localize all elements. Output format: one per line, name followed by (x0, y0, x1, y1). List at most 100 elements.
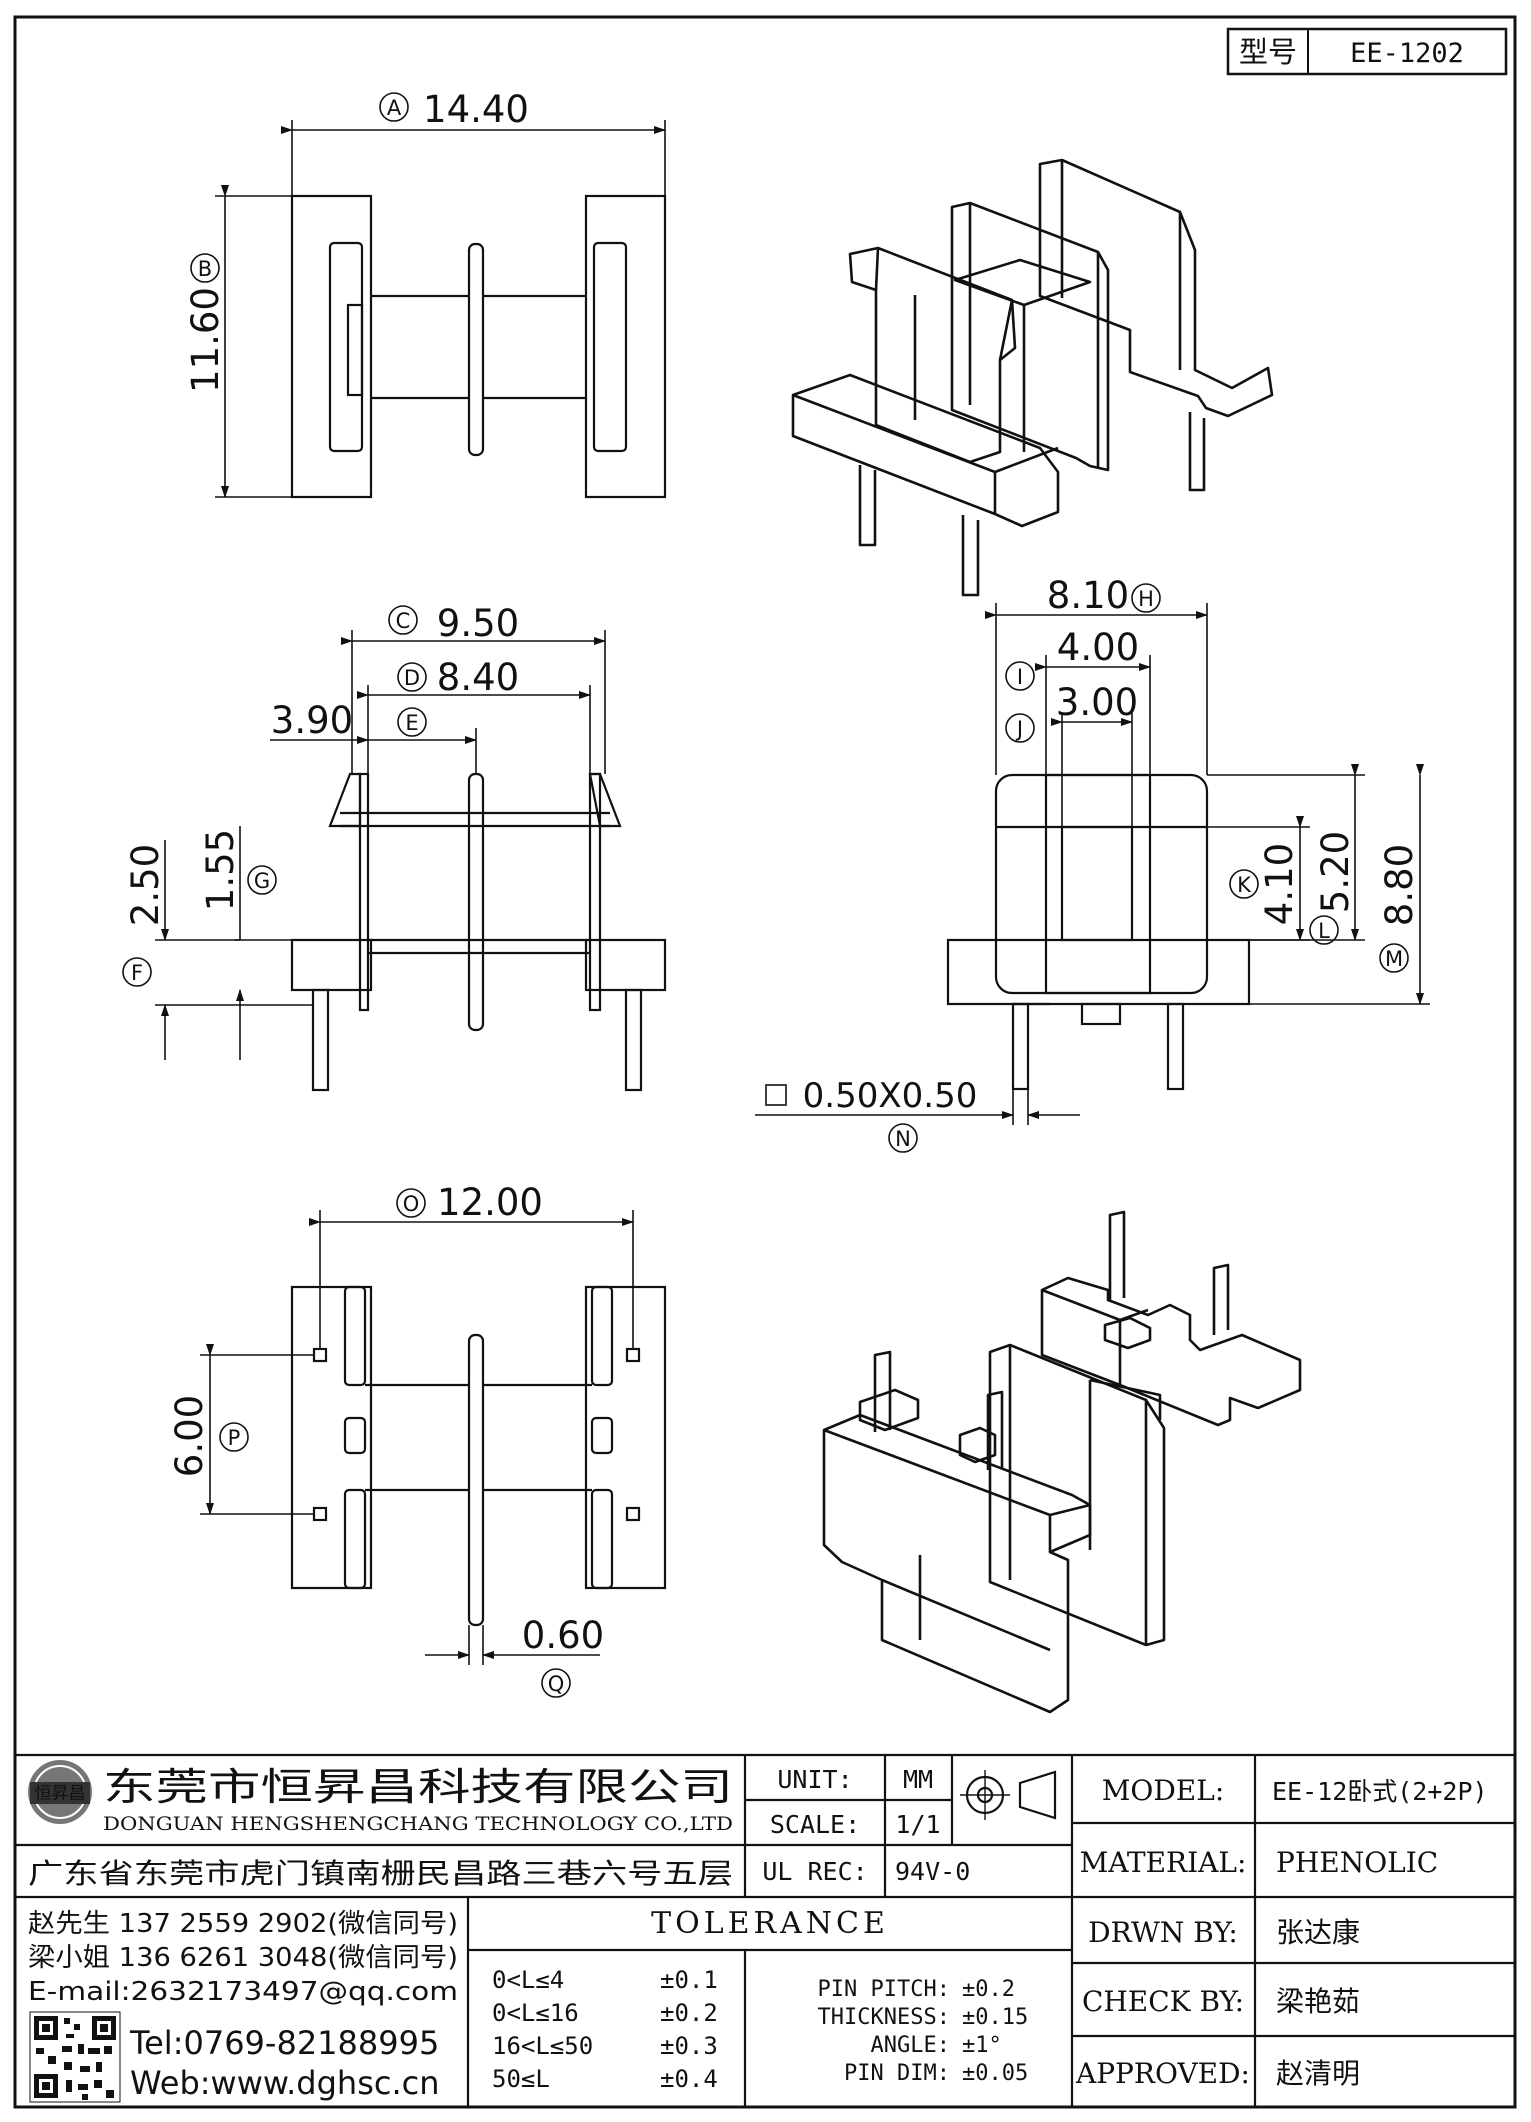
title-block (15, 1753, 1515, 2107)
dim-P-letter: P (228, 1426, 241, 1450)
dim-B: B 11.60 (184, 185, 292, 498)
tolerance-range-2: 0<L≤16 (492, 1999, 579, 2027)
dim-I-letter: I (1017, 665, 1023, 689)
dim-E-letter: E (405, 711, 418, 735)
check-by-label: CHECK BY: (1082, 1985, 1244, 2018)
dim-D-value: 8.40 (437, 656, 519, 699)
pin-pitch-tol: ±0.2 (962, 1977, 1015, 2002)
tolerance-range-4: 50≤L (492, 2065, 550, 2093)
dim-F-letter: F (131, 961, 143, 985)
dim-P-value: 6.00 (168, 1395, 211, 1477)
pin-dim-label: PIN DIM: (844, 2061, 950, 2086)
tel-line: Tel:0769-82188995 (129, 2024, 439, 2062)
drawn-by-value: 张达康 (1276, 1916, 1360, 1949)
model-tag-label: 型号 (1239, 35, 1297, 69)
angle-tol: ±1° (962, 2033, 1002, 2058)
dim-H: 8.10 H (985, 574, 1208, 775)
approved-value: 赵清明 (1276, 2057, 1360, 2090)
dim-M: M 8.80 (1249, 764, 1430, 1005)
web-line: Web:www.dghsc.cn (130, 2064, 440, 2102)
dim-E: E 3.90 (270, 699, 477, 774)
dim-A: A 14.40 (281, 88, 666, 196)
thickness-label: THICKNESS: (818, 2005, 950, 2030)
dim-Q-value: 0.60 (522, 1614, 604, 1657)
dim-O-letter: O (403, 1192, 420, 1216)
iso-view-top (791, 158, 1274, 597)
dim-J-value: 3.00 (1056, 681, 1138, 724)
dim-G: G 1.55 (199, 826, 277, 1060)
ulrec-label: UL REC: (762, 1857, 867, 1886)
side-view (946, 773, 1251, 1091)
dim-F-value: 2.50 (124, 844, 167, 926)
model-tag-value: EE-1202 (1350, 38, 1464, 69)
contact-line-1: 赵先生 137 2559 2902(微信同号) (28, 1909, 458, 1939)
dim-I-value: 4.00 (1057, 626, 1139, 669)
front-view (290, 772, 667, 1092)
dim-Q: 0.60 Q (425, 1614, 604, 1698)
thickness-tol: ±0.15 (962, 2005, 1028, 2030)
dim-E-value: 3.90 (271, 699, 353, 742)
dim-O-value: 12.00 (437, 1181, 543, 1224)
pin-pitch-label: PIN PITCH: (818, 1977, 950, 2002)
tolerance-range-1: 0<L≤4 (492, 1966, 564, 1994)
dim-J-letter: J (1015, 717, 1023, 741)
tolerance-title: TOLERANCE (651, 1906, 889, 1941)
top-view (290, 194, 667, 499)
tolerance-value-4: ±0.4 (660, 2065, 718, 2093)
dim-M-letter: M (1385, 947, 1403, 971)
dim-L-letter: L (1318, 919, 1330, 943)
dim-B-letter: B (198, 257, 212, 281)
company-address: 广东省东莞市虎门镇南栅民昌路三巷六号五层 (28, 1857, 733, 1890)
tolerance-value-2: ±0.2 (660, 1999, 718, 2027)
dim-K-letter: K (1237, 873, 1252, 897)
unit-label: UNIT: (777, 1765, 852, 1794)
contact-email: E-mail:2632173497@qq.com (28, 1977, 458, 2007)
material-label: MATERIAL: (1080, 1846, 1247, 1879)
model-value: EE-12卧式(2+2P) (1272, 1777, 1488, 1806)
tolerance-range-3: 16<L≤50 (492, 2032, 593, 2060)
model-tag-box: 型号 EE-1202 (1226, 27, 1508, 76)
sheet-border (13, 15, 1517, 2109)
company-name-en: DONGUAN HENGSHENGCHANG TECHNOLOGY CO.,LT… (103, 1813, 733, 1835)
bottom-view (290, 1285, 667, 1627)
contact-line-2: 梁小姐 136 6261 3048(微信同号) (28, 1943, 458, 1973)
check-by-value: 梁艳茹 (1276, 1985, 1360, 2018)
dim-P: P 6.00 (168, 1344, 314, 1515)
dim-D-letter: D (404, 666, 420, 690)
dim-B-value: 11.60 (184, 287, 227, 393)
dim-J: J 3.00 (1005, 681, 1138, 827)
drawn-by-label: DRWN BY: (1088, 1916, 1238, 1949)
dim-H-value: 8.10 (1047, 574, 1129, 617)
ulrec-value: 94V-0 (895, 1857, 970, 1886)
dim-N: 0.50X0.50 N (755, 1076, 1080, 1153)
dim-I: I 4.00 (1005, 626, 1151, 775)
tolerance-value-3: ±0.3 (660, 2032, 718, 2060)
pin-dim-tol: ±0.05 (962, 2061, 1028, 2086)
logo-text: 恒昇昌 (35, 1784, 86, 1804)
dim-G-letter: G (254, 869, 270, 893)
dim-D: D 8.40 (357, 656, 591, 774)
dim-C: C 9.50 (341, 602, 606, 774)
dim-G-value: 1.55 (199, 829, 242, 911)
dim-O: O 12.00 (309, 1181, 634, 1349)
qr-code (29, 2011, 121, 2103)
dim-F: F 2.50 (122, 840, 313, 1060)
dim-Q-letter: Q (548, 1672, 565, 1696)
dim-K-value: 4.10 (1258, 843, 1301, 925)
approved-label: APPROVED: (1075, 2057, 1250, 2090)
tolerance-table: 0<L≤4 ±0.1 0<L≤16 ±0.2 16<L≤50 ±0.3 50≤L… (492, 1966, 1028, 2093)
scale-value: 1/1 (895, 1810, 940, 1839)
company-logo: 恒昇昌 (28, 1760, 92, 1824)
unit-value: MM (903, 1765, 933, 1794)
company-name-cn: 东莞市恒昇昌科技有限公司 (103, 1765, 733, 1809)
angle-label: ANGLE: (871, 2033, 950, 2058)
dim-H-letter: H (1138, 587, 1154, 611)
dim-L: L 5.20 (1207, 764, 1365, 945)
dim-N-letter: N (895, 1127, 911, 1151)
dim-C-letter: C (396, 609, 411, 633)
dim-K: K 4.10 (1132, 816, 1310, 941)
dim-C-value: 9.50 (437, 602, 519, 645)
dim-N-value: 0.50X0.50 (803, 1076, 978, 1116)
dim-M-value: 8.80 (1378, 844, 1421, 926)
